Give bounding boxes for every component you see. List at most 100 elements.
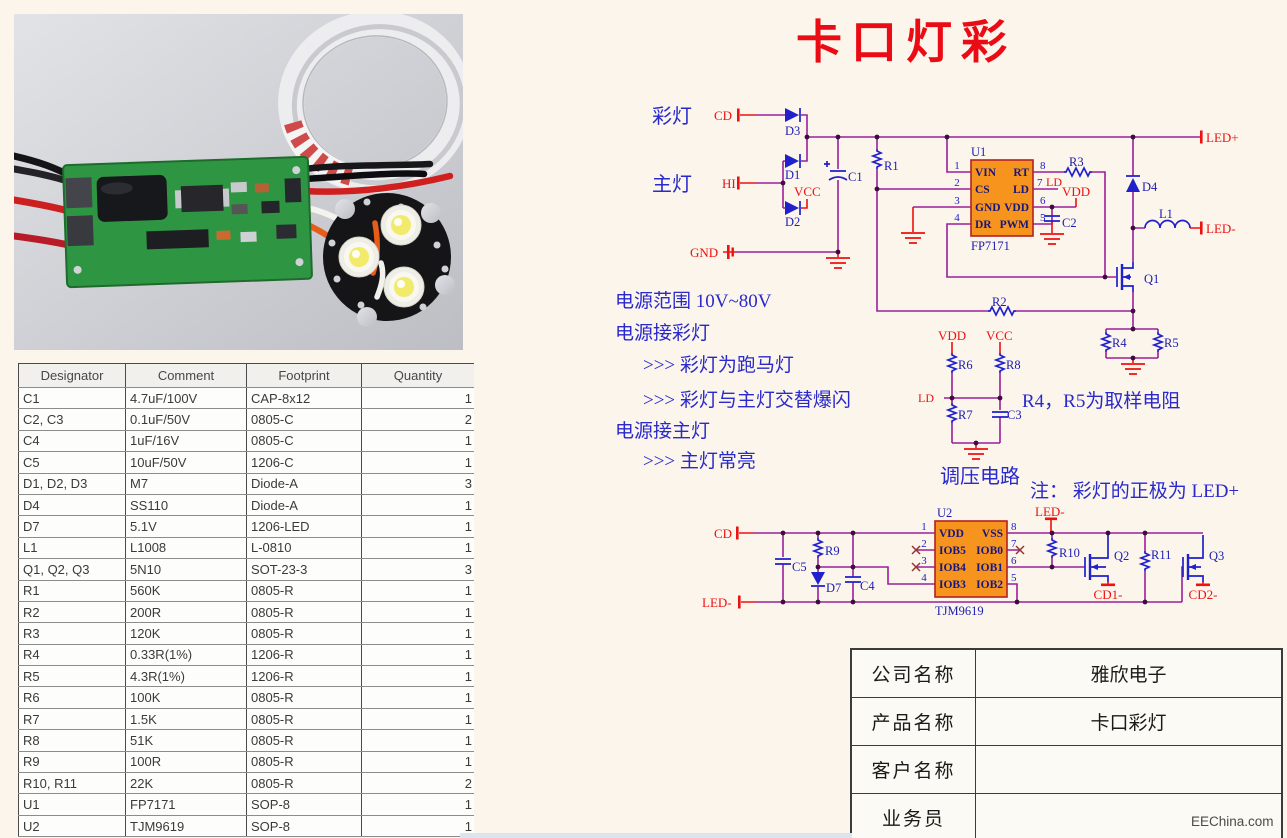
bom-cell: C5 [18, 451, 126, 474]
u2-pinnum-1: 1 [921, 521, 927, 533]
bom-cell: 1 [361, 451, 474, 474]
bom-cell: 1 [361, 387, 474, 410]
bom-cell: 1 [361, 515, 474, 538]
bom-cell: 0805-R [246, 708, 362, 731]
bom-cell: 0.33R(1%) [125, 644, 247, 667]
port-ticks [727, 108, 1210, 609]
bom-cell: FP7171 [125, 793, 247, 816]
ref-r9: R9 [825, 544, 840, 558]
u2-pin-iob4: IOB4 [939, 562, 966, 574]
bom-cell: D1, D2, D3 [18, 473, 126, 495]
u1-pin-ld: LD [1013, 184, 1029, 196]
bom-cell: 100K [125, 686, 247, 709]
bom-cell: 22K [125, 772, 247, 795]
u1-pin-dr: DR [975, 219, 992, 231]
bom-cell: 120K [125, 622, 247, 645]
bom-cell: R6 [18, 686, 126, 709]
net-hi: HI [722, 176, 736, 191]
bom-cell: U1 [18, 793, 126, 816]
schematic-drawing: 彩灯 主灯 CD HI GND VCC VDD LD LED+ LED- D3 … [615, 105, 1239, 618]
bom-cell: Diode-A [246, 494, 362, 517]
port-led-plus: LED+ [1206, 130, 1239, 145]
u2-pin-iob1: IOB1 [976, 562, 1003, 574]
net-ld-pin7: LD [1046, 175, 1062, 189]
bom-cell: 0805-C [246, 408, 362, 431]
bom-cell: 10uF/50V [125, 451, 247, 474]
bom-cell: SOP-8 [246, 815, 362, 838]
u1-pinnum-5: 5 [1040, 212, 1046, 224]
u2-pinnum-6: 6 [1011, 555, 1017, 567]
ref-q3: Q3 [1209, 549, 1224, 563]
bom-cell: 0.1uF/50V [125, 408, 247, 431]
ref-q2: Q2 [1114, 549, 1129, 563]
bom-cell: 1 [361, 601, 474, 624]
net-gnd: GND [690, 245, 718, 260]
bom-cell: R7 [18, 708, 126, 731]
led-dome [338, 236, 380, 278]
ref-r7: R7 [958, 408, 973, 422]
bom-header: Quantity [361, 363, 474, 388]
color-lamp-label: 彩灯 [652, 105, 692, 128]
bom-cell: SOT-23-3 [246, 558, 362, 581]
bom-cell: 1 [361, 665, 474, 688]
bom-cell: 1206-R [246, 644, 362, 667]
net-cd-lower: CD [714, 526, 732, 541]
bom-cell: 0805-R [246, 622, 362, 645]
ref-u1: U1 [971, 145, 986, 159]
u1-pin-gnd: GND [975, 202, 1001, 214]
u2-pin-iob5: IOB5 [939, 545, 966, 557]
u1-pin-pwm: PWM [1000, 219, 1030, 231]
component-strokes [775, 108, 1204, 587]
info-value [975, 745, 1283, 794]
bom-cell: 1.5K [125, 708, 247, 731]
ref-c2: C2 [1062, 216, 1077, 230]
info-label: 公司名称 [850, 648, 976, 698]
bom-cell: SS110 [125, 494, 247, 517]
bom-cell: 1 [361, 580, 474, 602]
controller-pcb [62, 155, 313, 289]
bom-cell: 1206-R [246, 665, 362, 688]
bom-cell: M7 [125, 473, 247, 495]
info-value: 雅欣电子 [975, 648, 1283, 698]
bom-cell: 0805-R [246, 772, 362, 795]
note-sampling: R4，R5为取样电阻 [1022, 390, 1180, 412]
bom-cell: 5.1V [125, 515, 247, 538]
port-led-minus-top: LED- [1035, 504, 1065, 519]
components [775, 108, 1204, 598]
bom-cell: R8 [18, 729, 126, 752]
u2-pinnum-3: 3 [921, 555, 927, 567]
port-led-minus: LED- [1206, 221, 1236, 236]
bom-cell: 1uF/16V [125, 430, 247, 453]
main-lamp-label: 主灯 [652, 173, 692, 196]
bom-cell: C4 [18, 430, 126, 453]
u1-pin-vdd: VDD [1004, 202, 1029, 214]
bom-cell: D7 [18, 515, 126, 538]
bom-cell: Q1, Q2, Q3 [18, 558, 126, 581]
info-row: 产品名称卡口彩灯 [850, 697, 1283, 746]
note-l2: >>> 彩灯为跑马灯 [643, 354, 794, 376]
bom-cell: SOP-8 [246, 793, 362, 816]
ref-d7: D7 [826, 581, 841, 595]
bom-cell: 3 [361, 558, 474, 581]
u2-pinnum-8: 8 [1011, 521, 1017, 533]
note-l1: 电源接彩灯 [615, 322, 710, 344]
watermark: EEChina.com [1191, 814, 1274, 829]
bom-cell: 51K [125, 729, 247, 752]
part-u1: FP7171 [971, 239, 1010, 253]
bom-cell: 2 [361, 408, 474, 431]
product-photo-image [10, 10, 472, 350]
bom-cell: U2 [18, 815, 126, 838]
bom-cell: 1 [361, 751, 474, 774]
